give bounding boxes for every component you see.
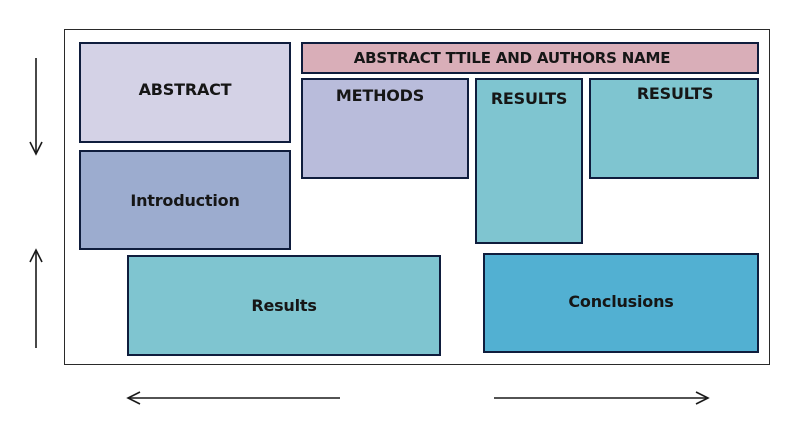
methods-label: METHODS <box>335 86 425 105</box>
abstract-label: ABSTRACT <box>138 80 232 99</box>
down-arrow-icon <box>29 58 43 156</box>
right-arrow-icon <box>494 391 710 405</box>
poster-layout: ABSTRACT Introduction ABSTRACT TTILE AND… <box>64 29 770 365</box>
conclusions-label: Conclusions <box>568 291 674 311</box>
results-middle-label: RESULTS <box>490 89 568 108</box>
title-bar-label: ABSTRACT TTILE AND AUTHORS NAME <box>353 49 671 67</box>
methods-box: METHODS <box>301 78 469 179</box>
introduction-label: Introduction <box>130 190 240 210</box>
left-arrow-icon <box>126 391 340 405</box>
conclusions-box: Conclusions <box>483 253 759 353</box>
results-bottom-box: Results <box>127 255 441 356</box>
abstract-box: ABSTRACT <box>79 42 291 143</box>
title-bar: ABSTRACT TTILE AND AUTHORS NAME <box>301 42 759 74</box>
results-middle-box: RESULTS <box>475 78 583 244</box>
results-right-box: RESULTS <box>589 78 759 179</box>
results-right-label: RESULTS <box>636 84 714 103</box>
results-bottom-label: Results <box>251 296 317 315</box>
up-arrow-icon <box>29 248 43 348</box>
introduction-box: Introduction <box>79 150 291 250</box>
